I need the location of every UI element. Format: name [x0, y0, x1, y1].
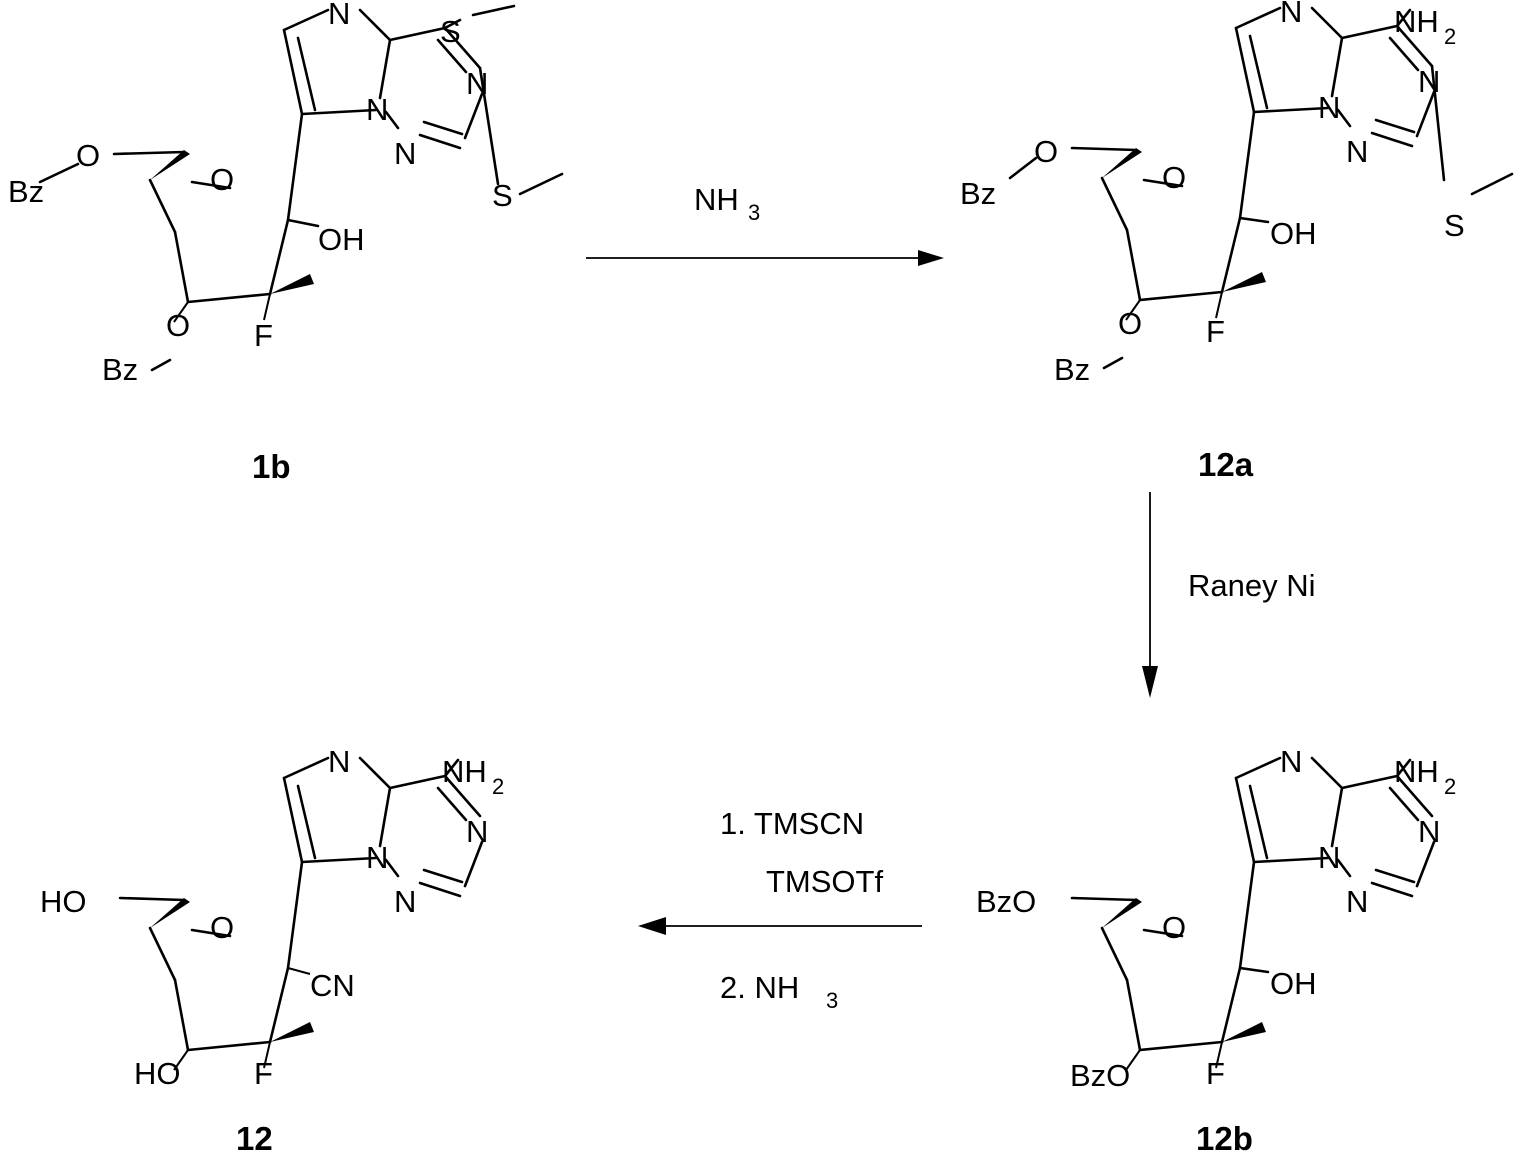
atom-bzo: BzO	[976, 884, 1036, 919]
reaction-arrow-12a-to-12b	[1142, 492, 1158, 698]
reaction-arrow-1b-to-12a	[586, 250, 944, 266]
compound-label-12: 12	[236, 1120, 273, 1157]
atom-n: N	[466, 814, 488, 849]
atom-n: N	[366, 840, 388, 875]
reagent-subscript-3: 3	[748, 200, 760, 225]
atom-n: N	[1418, 64, 1440, 99]
atom-oh: OH	[1270, 216, 1317, 251]
reagent-tmsotf: TMSOTf	[766, 864, 883, 899]
compound-1b: O Bz O OH O Bz F N N N N S S	[8, 0, 562, 387]
atom-o: O	[210, 162, 234, 197]
reaction-arrow-12b-to-12	[638, 917, 922, 935]
atom-o: O	[1162, 160, 1186, 195]
atom-oh: OH	[318, 222, 365, 257]
atom-n: N	[1280, 744, 1302, 779]
compound-12b: BzO O OH BzO F N N N N NH 2	[976, 744, 1456, 1093]
reagent-nh3: 2. NH	[720, 970, 799, 1005]
atom-ho: HO	[134, 1056, 181, 1091]
compound-12: HO O CN HO F N N N N NH 2	[40, 744, 504, 1091]
atom-n: N	[1318, 840, 1340, 875]
atom-n: N	[1346, 134, 1368, 169]
atom-n: N	[1418, 814, 1440, 849]
atom-n: N	[466, 66, 488, 101]
atom-bz: Bz	[960, 176, 996, 211]
atom-n: N	[328, 744, 350, 779]
reagent-nh3: NH	[694, 182, 739, 217]
atom-n: N	[328, 0, 350, 31]
atom-s: S	[492, 178, 513, 213]
atom-bz: Bz	[1054, 352, 1090, 387]
atom-f: F	[1206, 314, 1225, 349]
atom-bzo: BzO	[1070, 1058, 1130, 1093]
compound-12a: O Bz O OH O Bz F N N N N NH 2 S	[960, 0, 1512, 387]
atom-n: N	[394, 884, 416, 919]
atom-s: S	[1444, 208, 1465, 243]
atom-n: N	[1346, 884, 1368, 919]
atom-oh: OH	[1270, 966, 1317, 1001]
atom-o: O	[1162, 910, 1186, 945]
reagent-tmscn: 1. TMSCN	[720, 806, 864, 841]
atom-f: F	[254, 318, 273, 353]
atom-o: O	[1034, 134, 1058, 169]
compound-label-12b: 12b	[1196, 1120, 1253, 1157]
atom-n: N	[366, 92, 388, 127]
atom-ho: HO	[40, 884, 87, 919]
atom-nh: NH	[1394, 754, 1439, 789]
atom-bz: Bz	[8, 174, 44, 209]
atom-o: O	[210, 910, 234, 945]
atom-f: F	[254, 1056, 273, 1091]
atom-n: N	[1280, 0, 1302, 29]
atom-f: F	[1206, 1056, 1225, 1091]
atom-n: N	[1318, 90, 1340, 125]
atom-o: O	[166, 308, 190, 343]
atom-cn: CN	[310, 968, 355, 1003]
atom-bz: Bz	[102, 352, 138, 387]
atom-o: O	[76, 138, 100, 173]
atom-nh: NH	[442, 754, 487, 789]
atom-subscript-2: 2	[492, 774, 504, 799]
reagent-raney-ni: Raney Ni	[1188, 568, 1316, 603]
atom-s: S	[440, 14, 461, 49]
compound-label-1b: 1b	[252, 448, 291, 485]
atom-subscript-2: 2	[1444, 774, 1456, 799]
atom-nh: NH	[1394, 4, 1439, 39]
atom-o: O	[1118, 306, 1142, 341]
atom-n: N	[394, 136, 416, 171]
reagent-subscript-3: 3	[826, 988, 838, 1013]
atom-subscript-2: 2	[1444, 24, 1456, 49]
compound-label-12a: 12a	[1198, 446, 1254, 483]
